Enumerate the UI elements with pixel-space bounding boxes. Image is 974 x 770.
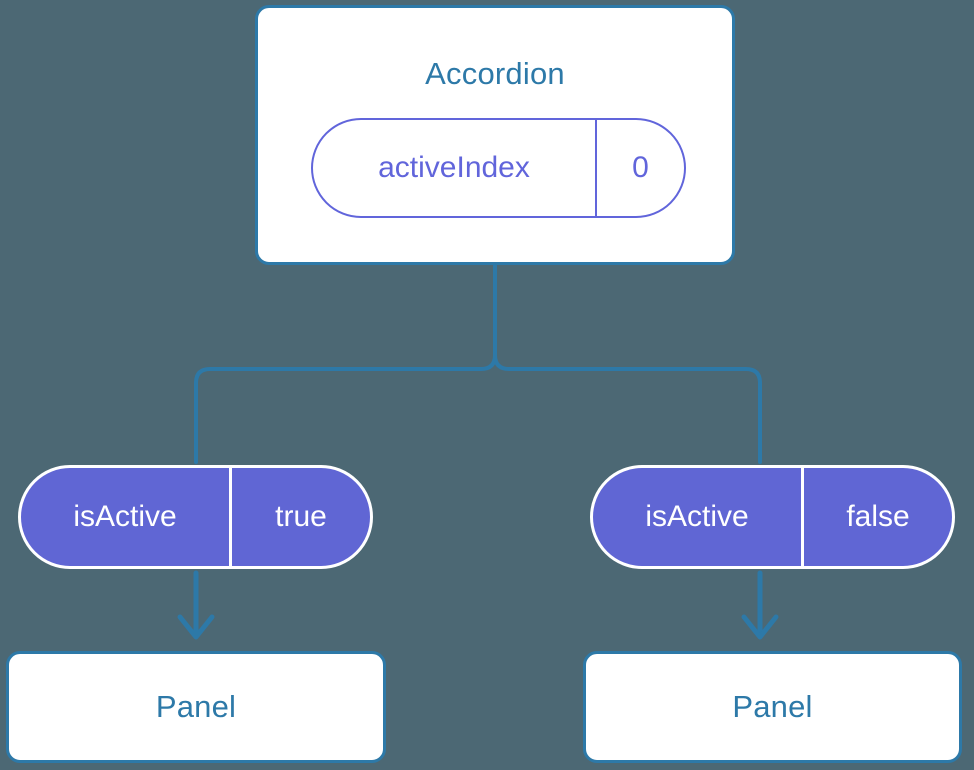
prop-pill-isactive-false[interactable]: isActive false [590, 465, 955, 569]
node-accordion[interactable]: Accordion activeIndex 0 [255, 5, 735, 265]
accordion-title: Accordion [425, 56, 565, 91]
prop-pill-isactive-true[interactable]: isActive true [18, 465, 373, 569]
state-pill-key: activeIndex [313, 120, 597, 216]
prop-pill-key: isActive [21, 468, 232, 566]
state-pill-active-index[interactable]: activeIndex 0 [311, 118, 686, 218]
connector-left-arrow-head [177, 614, 215, 640]
prop-pill-key: isActive [593, 468, 804, 566]
panel-title: Panel [732, 689, 813, 724]
prop-pill-value: false [846, 500, 910, 533]
connector-right-arrow-head [741, 614, 779, 640]
node-panel-left[interactable]: Panel [6, 651, 386, 763]
node-panel-right[interactable]: Panel [583, 651, 962, 763]
state-pill-value: 0 [632, 151, 649, 184]
connector-root-split [194, 264, 762, 464]
prop-pill-value: true [275, 500, 327, 533]
panel-title: Panel [155, 689, 237, 724]
